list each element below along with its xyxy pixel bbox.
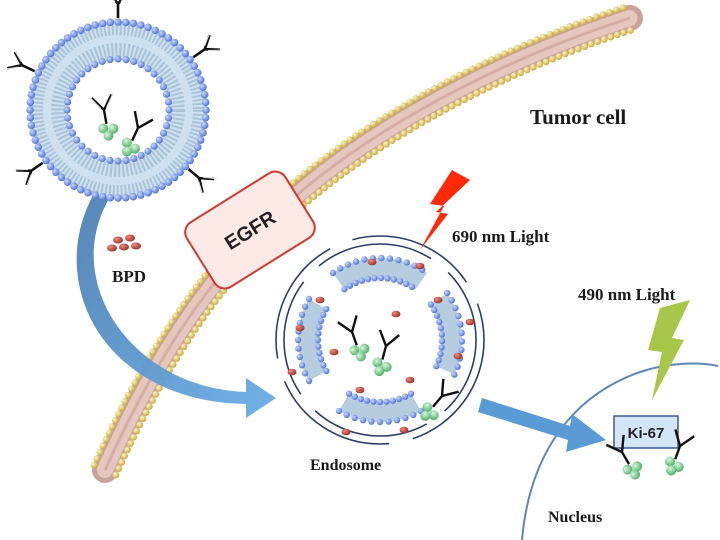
endosome-antibody-3 [420,378,459,421]
light-490-label: 490 nm Light [578,285,676,304]
immunoliposome [26,18,210,202]
bpd-label: BPD [112,267,146,286]
ki67-protein: Ki-67 [613,415,679,449]
encapsulated-antibody-1 [89,92,119,141]
liposome-antibodies [4,0,223,196]
bpd-molecules [107,234,141,252]
endosome-label: Endosome [310,457,381,474]
tumor-cell-label: Tumor cell [530,105,626,129]
release-arrow [478,398,606,452]
ki67-label: Ki-67 [628,425,665,442]
ki67-antibody-left [605,434,643,480]
egfr-receptor: EGFR [184,170,316,290]
encapsulated-antibody-2 [121,110,154,157]
endosome-antibody-2 [372,329,401,377]
ki67-antibody-right [665,429,695,476]
light-690-label: 690 nm Light [452,227,550,246]
nucleus-envelope [521,362,719,540]
endosome [275,235,485,445]
endosome-antibody-1 [337,315,370,362]
red-light-bolt [420,170,470,250]
green-light-bolt [648,300,690,400]
nucleus-label: Nucleus [548,509,602,526]
internalization-arrow [76,190,276,418]
